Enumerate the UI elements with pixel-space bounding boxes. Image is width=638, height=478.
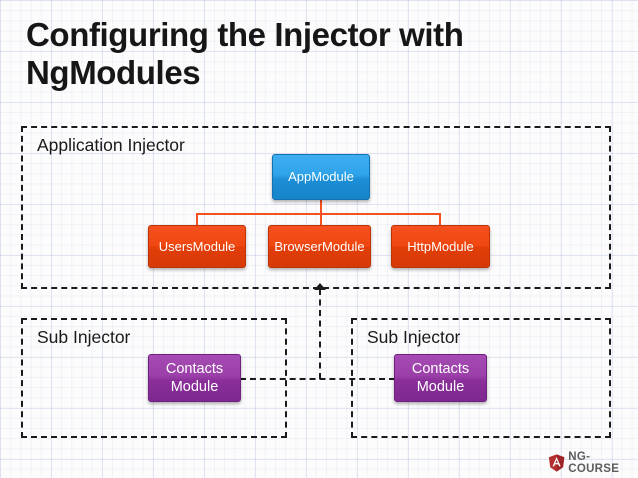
connector-horizontal-bus [196, 213, 441, 215]
connector-to-usersmodule [196, 213, 198, 225]
application-injector-label: Application Injector [37, 135, 185, 155]
arrow-up-icon [314, 283, 326, 290]
sub-injector-right-label: Sub Injector [367, 327, 461, 347]
node-appmodule[interactable]: AppModule [272, 154, 370, 200]
slide-title: Configuring the Injector with NgModules [26, 16, 464, 91]
node-browsermodule[interactable]: BrowserModule [268, 225, 371, 268]
node-contactsmodule-right[interactable]: Contacts Module [394, 354, 487, 402]
node-contactsmodule-left[interactable]: Contacts Module [148, 354, 241, 402]
connector-appmodule-down [320, 200, 322, 225]
sub-injector-left-label: Sub Injector [37, 327, 131, 347]
connector-between-contacts-modules [240, 378, 395, 380]
node-httpmodule[interactable]: HttpModule [391, 225, 490, 268]
connector-app-to-sub-injectors [319, 289, 321, 379]
logo-text: NG-COURSE [568, 451, 620, 475]
ng-course-logo: NG-COURSE [548, 451, 638, 475]
connector-to-httpmodule [439, 213, 441, 225]
node-usersmodule[interactable]: UsersModule [148, 225, 246, 268]
angular-shield-icon [548, 454, 565, 472]
